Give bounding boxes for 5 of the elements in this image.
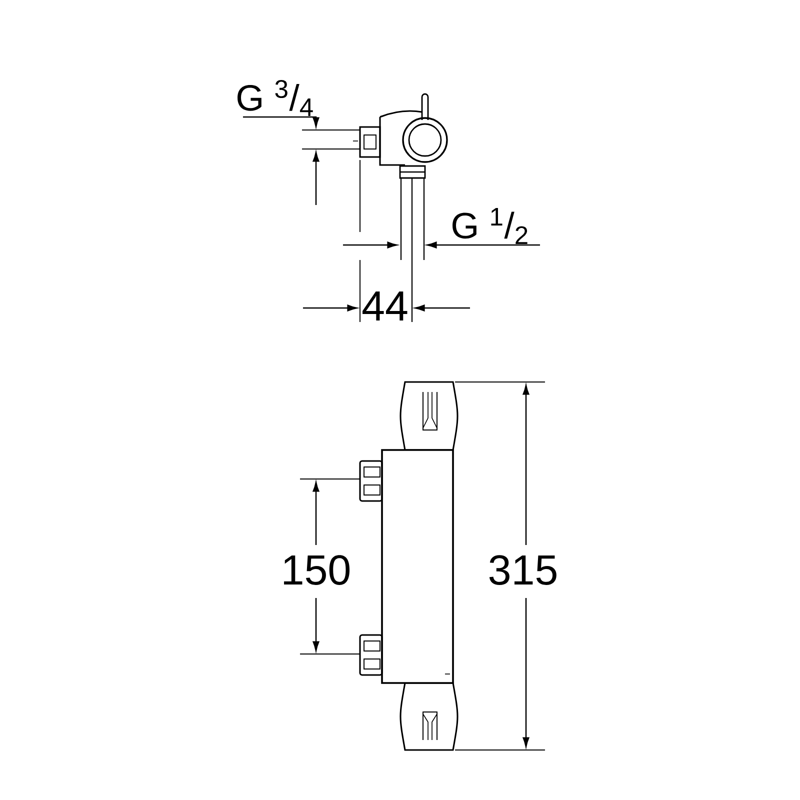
dimension-label: G $^{1}$/$_{2}$ [452,208,528,244]
dimension-label: 315 [489,555,556,585]
dimension-label: G $^{3}$/$_{4}$ [238,80,313,116]
dimension-label: 44 [362,292,408,320]
dimension-label: 150 [284,555,350,585]
